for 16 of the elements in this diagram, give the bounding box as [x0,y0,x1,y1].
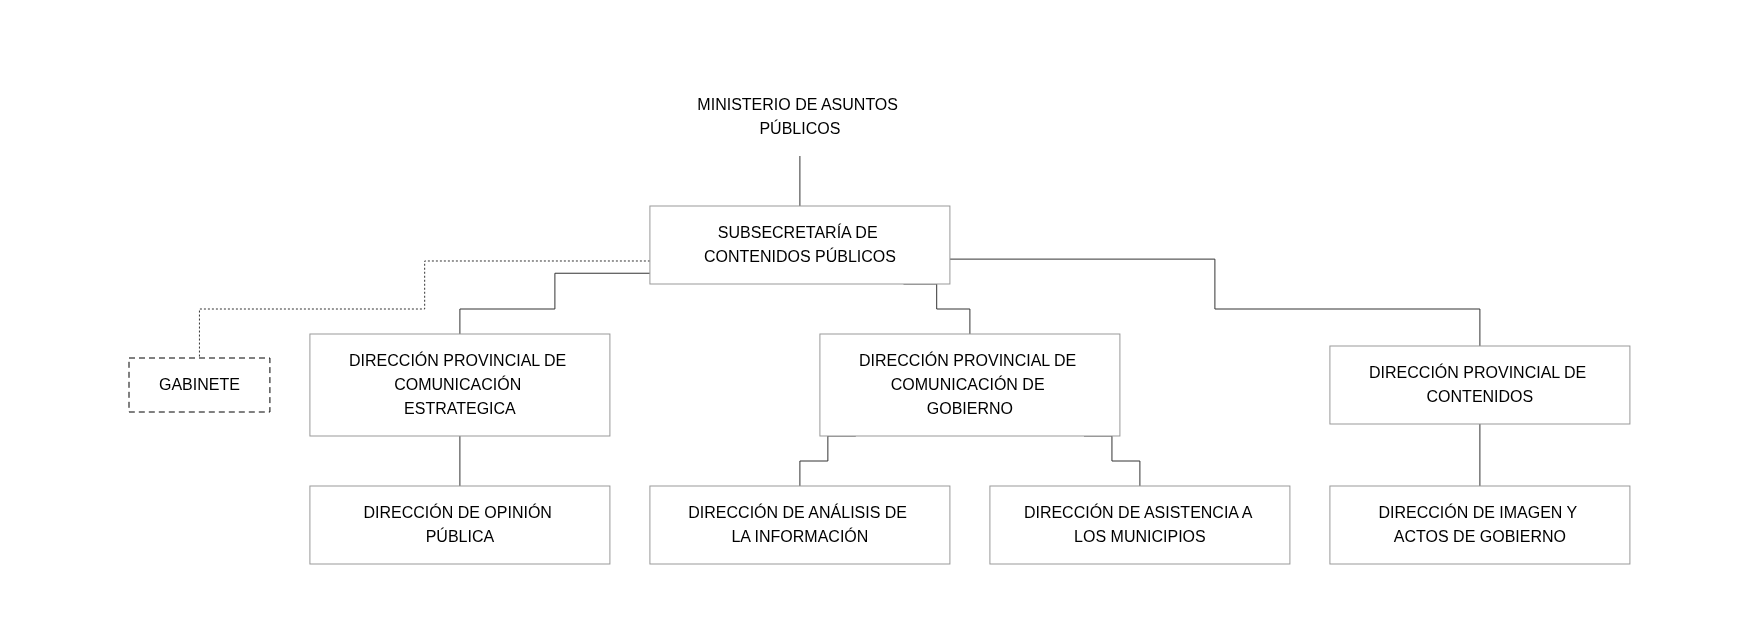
connector [799,155,801,206]
node-box: DIRECCIÓN DE OPINIÓN PÚBLICA [309,485,611,564]
connector [199,260,651,358]
node-box: DIRECCIÓN PROVINCIAL DE CONTENIDOS [1329,345,1631,424]
node-box: DIRECCIÓN DE IMAGEN Y ACTOS DE GOBIERNO [1329,485,1631,564]
node-box: SUBSECRETARÍA DE CONTENIDOS PÚBLICOS [649,205,951,284]
node-box: GABINETE [128,357,271,412]
connector [1479,423,1481,486]
node-box: DIRECCIÓN DE ANÁLISIS DE LA INFORMACIÓN [649,485,951,564]
node-box: DIRECCIÓN PROVINCIAL DE COMUNICACIÓN ESTRATEGICA [309,333,611,436]
connector [459,435,461,486]
connector [459,272,651,334]
connector [949,258,1481,346]
node-box: DIRECCIÓN DE ASISTENCIA A LOS MUNICIPIOS [989,485,1291,564]
node-box: DIRECCIÓN PROVINCIAL DE COMUNICACIÓN DE GOBIERNO [819,333,1121,436]
node-text: MINISTERIO DE ASUNTOS PÚBLICOS [697,95,899,137]
